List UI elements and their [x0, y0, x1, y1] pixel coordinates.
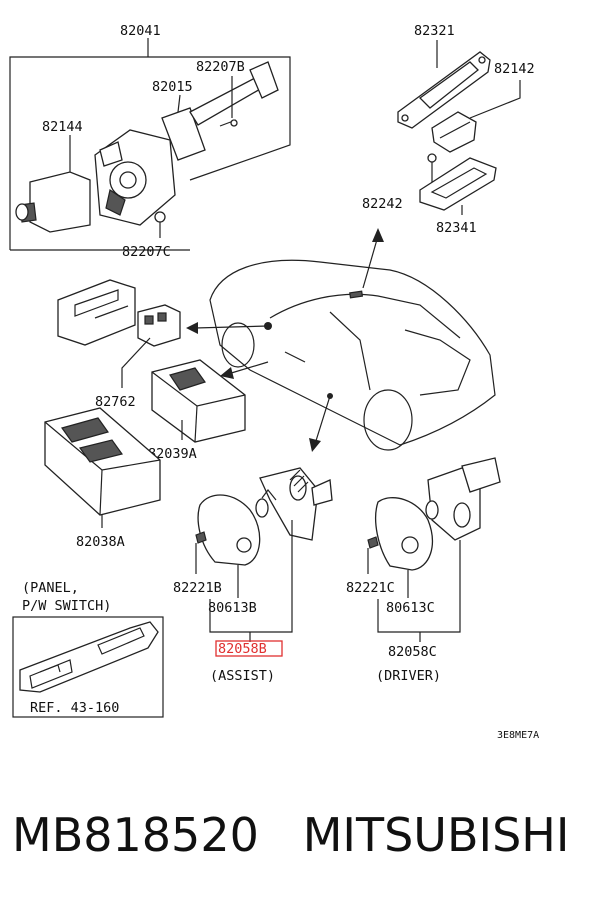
label-82142: 82142	[494, 61, 535, 77]
label-82144: 82144	[42, 119, 83, 135]
label-82221C: 82221C	[346, 580, 395, 596]
label-82015: 82015	[152, 79, 193, 95]
label-panel-line1: (PANEL,	[22, 580, 79, 596]
label-82341: 82341	[436, 220, 477, 236]
highlight-box	[215, 640, 283, 657]
label-82058C: 82058C	[388, 644, 437, 660]
label-82041: 82041	[120, 23, 161, 39]
label-82321: 82321	[414, 23, 455, 39]
label-82058B[interactable]: 82058B	[218, 641, 267, 657]
part-number: MB818520	[12, 808, 259, 862]
label-82242: 82242	[362, 196, 403, 212]
label-ref: REF. 43-160	[30, 700, 119, 716]
group-82058C: 82221C 80613C 82058C (DRIVER)	[346, 457, 501, 684]
car-body	[186, 228, 496, 452]
group-panel: (PANEL, P/W SWITCH) REF. 43-160	[12, 580, 164, 718]
label-80613B: 80613B	[208, 600, 257, 616]
label-assist: (ASSIST)	[210, 668, 275, 684]
brand-name: MITSUBISHI	[302, 808, 570, 862]
label-82762: 82762	[95, 394, 136, 410]
group-82041: 82041 82015 82207B 82144 82207C	[9, 23, 291, 260]
label-82207B: 82207B	[196, 59, 245, 75]
group-82762: 82762	[57, 279, 181, 410]
label-82221B: 82221B	[173, 580, 222, 596]
footer-caption: MB818520 MITSUBISHI	[12, 808, 569, 862]
label-driver: (DRIVER)	[376, 668, 441, 684]
label-82038A: 82038A	[76, 534, 125, 550]
group-82058B: 82221B 80613B 82058B (ASSIST)	[173, 467, 333, 684]
label-panel-line2: P/W SWITCH)	[22, 598, 111, 614]
group-82321: 82321 82142 82242 82341	[362, 23, 535, 236]
group-82039A: 82039A	[148, 359, 246, 462]
diagram-code: 3E8ME7A	[497, 730, 539, 741]
label-82039A: 82039A	[148, 446, 197, 462]
label-80613C: 80613C	[386, 600, 435, 616]
label-82207C: 82207C	[122, 244, 171, 260]
group-82038A: 82038A	[44, 407, 161, 550]
